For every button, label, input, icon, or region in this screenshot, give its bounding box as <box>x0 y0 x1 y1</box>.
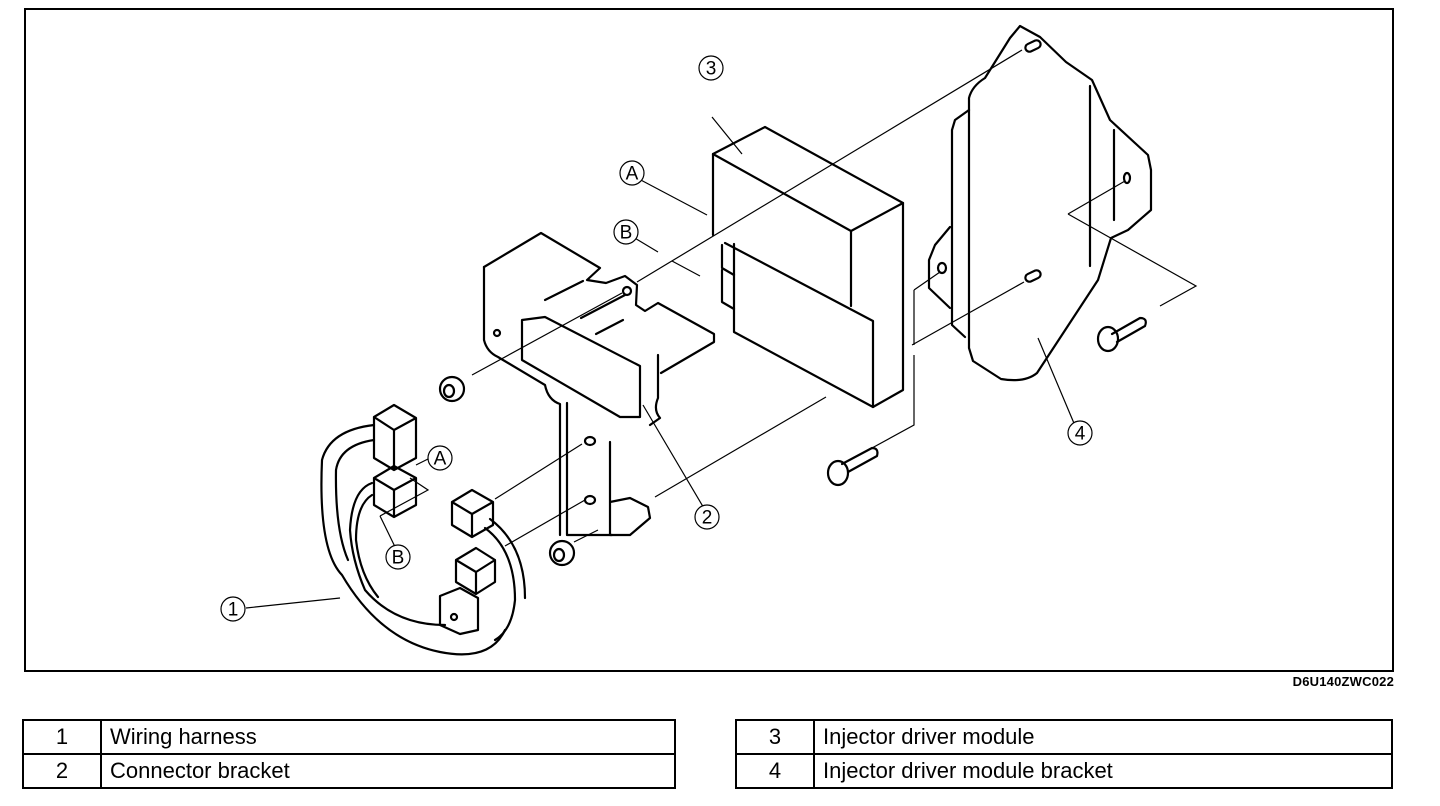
part-name: Connector bracket <box>100 753 676 789</box>
legend-row: 3 Injector driver module <box>735 719 1393 755</box>
mounting-nut <box>438 375 466 403</box>
figure-code: D6U140ZWC022 <box>1292 674 1394 689</box>
connector-bracket <box>482 231 716 537</box>
part-number: 4 <box>735 753 815 789</box>
callout-a-label: A <box>626 164 639 185</box>
callout-connector-a-module: A <box>619 160 645 186</box>
callout-2: 2 <box>694 504 720 530</box>
mounting-bolt <box>826 446 879 487</box>
parts-legend-left: 1 Wiring harness 2 Connector bracket <box>22 719 676 789</box>
mounting-nut <box>548 539 576 567</box>
part-number: 2 <box>22 753 102 789</box>
legend-row: 2 Connector bracket <box>22 753 676 789</box>
wiring-harness <box>320 403 527 656</box>
callout-connector-b-harness: B <box>385 544 411 570</box>
part-name: Injector driver module <box>813 719 1393 755</box>
callout-b-label: B <box>392 548 405 569</box>
callout-4: 4 <box>1067 420 1093 446</box>
part-number: 3 <box>735 719 815 755</box>
injector-driver-module-bracket <box>927 24 1153 382</box>
part-number: 1 <box>22 719 102 755</box>
callout-b-label: B <box>620 223 633 244</box>
callout-4-label: 4 <box>1075 424 1086 445</box>
injector-driver-module <box>711 125 905 409</box>
part-name: Injector driver module bracket <box>813 753 1393 789</box>
part-name: Wiring harness <box>100 719 676 755</box>
diagram-frame <box>24 8 1394 672</box>
callout-3-label: 3 <box>706 59 717 80</box>
callout-connector-a-harness: A <box>427 445 453 471</box>
callout-3: 3 <box>698 55 724 81</box>
assembly-lines <box>245 49 1198 609</box>
callout-2-label: 2 <box>702 508 713 529</box>
callout-1: 1 <box>220 596 246 622</box>
legend-row: 1 Wiring harness <box>22 719 676 755</box>
parts-legend-right: 3 Injector driver module 4 Injector driv… <box>735 719 1393 789</box>
legend-row: 4 Injector driver module bracket <box>735 753 1393 789</box>
callout-a-label: A <box>434 449 447 470</box>
callout-connector-b-module: B <box>613 219 639 245</box>
mounting-bolt <box>1096 316 1147 353</box>
callout-1-label: 1 <box>228 600 239 621</box>
